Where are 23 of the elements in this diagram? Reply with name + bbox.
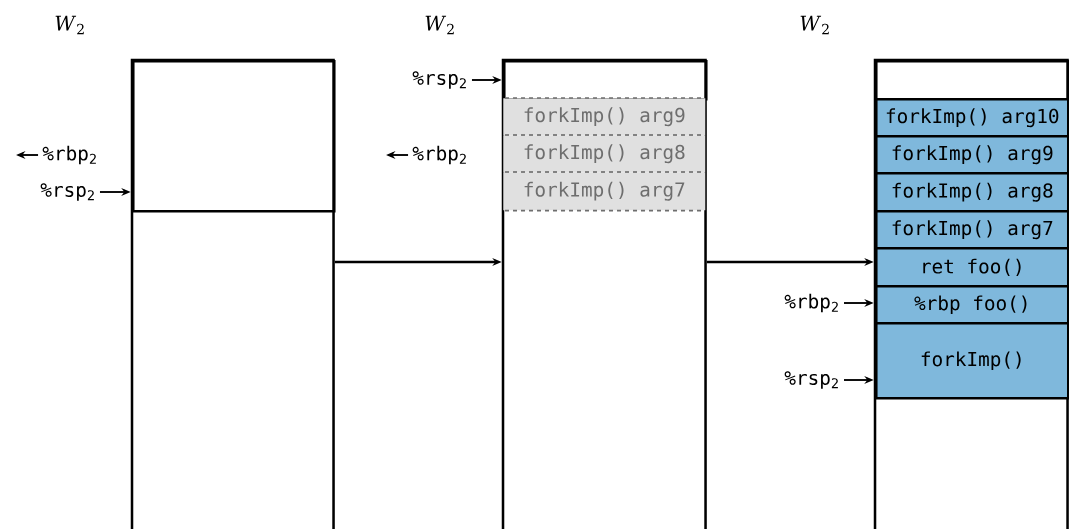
stack-title: W$_{2}$ xyxy=(425,15,454,35)
stack-cell xyxy=(132,60,336,213)
stack-title: W$_{2}$ xyxy=(55,15,84,35)
stack-cell: forkImp() arg8 xyxy=(875,172,1069,213)
register-label: %rbp$_{2}$ xyxy=(42,145,96,165)
stack-cell xyxy=(875,60,1069,101)
register-label: %rbp$_{2}$ xyxy=(412,145,466,165)
stack-cell: forkImp() arg9 xyxy=(503,97,706,137)
stack-column xyxy=(130,58,335,529)
stack-cell: forkImp() arg7 xyxy=(503,171,706,212)
register-label: %rsp$_{2}$ xyxy=(784,371,838,389)
stack-cell: forkImp() arg10 xyxy=(875,98,1069,138)
stack-cell: %rbp foo() xyxy=(875,285,1069,325)
stack-column xyxy=(501,58,707,529)
stack-cell: forkImp() arg9 xyxy=(875,135,1069,175)
stack-cell: forkImp() arg8 xyxy=(503,134,706,174)
register-label: %rbp$_{2}$ xyxy=(784,293,838,313)
stack-cell: forkImp() arg7 xyxy=(875,210,1069,250)
stack-title: W$_{2}$ xyxy=(800,15,829,35)
register-label: %rsp$_{2}$ xyxy=(412,71,466,89)
stack-cell: ret foo() xyxy=(875,247,1069,288)
register-label: %rsp$_{2}$ xyxy=(40,183,94,201)
stack-column xyxy=(873,58,1069,529)
